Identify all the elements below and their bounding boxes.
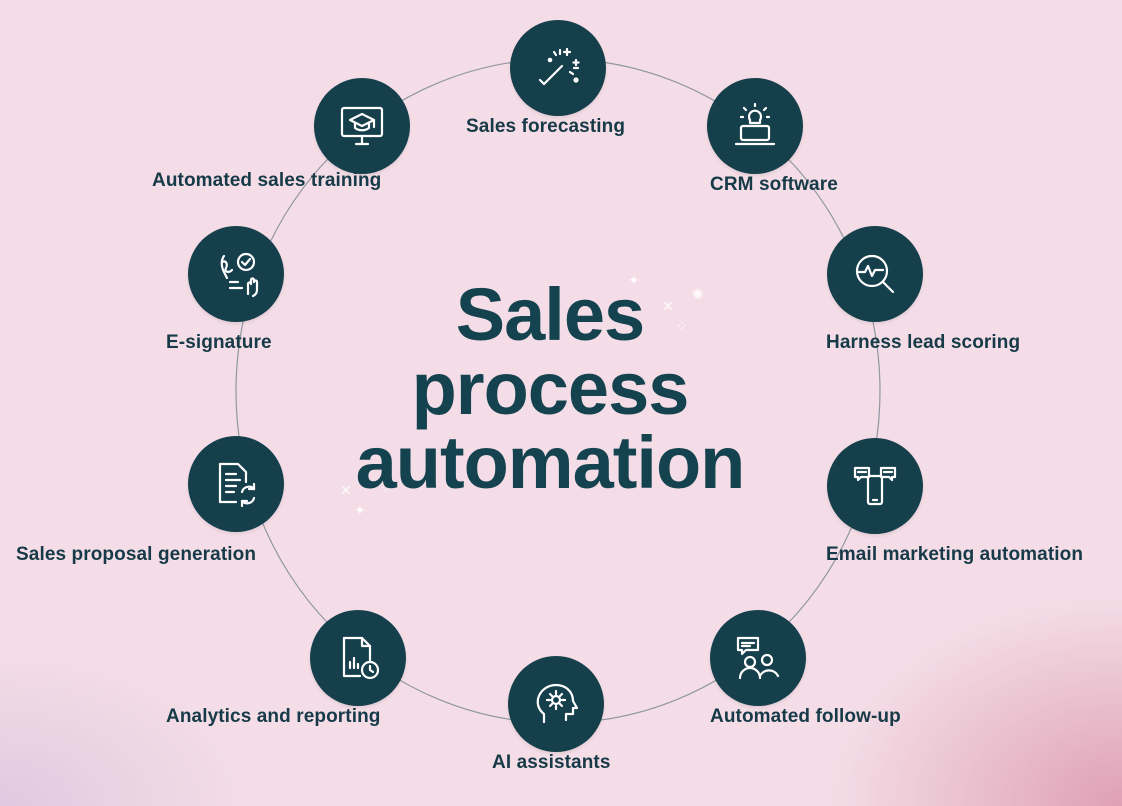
- node-label: Harness lead scoring: [826, 332, 1021, 353]
- sparkle-icon: ✦: [354, 502, 366, 518]
- title-line: process: [411, 347, 690, 430]
- head-gear-icon: [536, 683, 579, 724]
- node-analytics-and-reporting: [310, 610, 406, 706]
- node-sales-forecasting: [510, 20, 606, 116]
- node-automated-sales-training: [314, 78, 410, 174]
- node-label: E-signature: [166, 332, 272, 353]
- node-label: Automated follow-up: [710, 706, 901, 727]
- hand-sign-icon: [220, 252, 259, 298]
- node-label: Sales forecasting: [466, 116, 626, 137]
- page-title: Sales process automation: [300, 278, 800, 500]
- node-harness-lead-scoring: [827, 226, 923, 322]
- node-label: Email marketing automation: [826, 544, 1084, 565]
- node-label: CRM software: [710, 174, 838, 195]
- node-automated-follow-up: [710, 610, 806, 706]
- node-label: AI assistants: [492, 752, 611, 773]
- title-line: automation: [355, 421, 746, 504]
- title-line: Sales: [455, 273, 645, 356]
- node-sales-proposal-generation: [188, 436, 284, 532]
- sparkle-icon: ✦: [628, 272, 640, 288]
- sparkle-icon: ✕: [662, 298, 674, 314]
- node-email-marketing-automation: [827, 438, 923, 534]
- laptop-lightbulb-icon: [734, 102, 776, 146]
- phone-chat-icon: [853, 466, 897, 506]
- node-crm-software: [707, 78, 803, 174]
- node-label: Automated sales training: [152, 170, 382, 191]
- node-ai-assistants: [508, 656, 604, 752]
- node-label: Sales proposal generation: [16, 544, 257, 565]
- monitor-graduation-cap-icon: [340, 106, 384, 146]
- node-e-signature: [188, 226, 284, 322]
- sparkle-icon: ✺: [692, 286, 704, 302]
- magic-wand-icon: [538, 47, 580, 86]
- sparkle-icon: ⁘: [380, 480, 392, 496]
- sparkle-icon: ✕: [340, 482, 352, 498]
- document-refresh-icon: [218, 462, 256, 508]
- people-chat-icon: [736, 636, 780, 680]
- node-label: Analytics and reporting: [166, 706, 381, 727]
- report-clock-icon: [342, 636, 380, 680]
- magnifier-pulse-icon: [855, 254, 895, 294]
- sparkle-icon: ⁘: [676, 318, 688, 334]
